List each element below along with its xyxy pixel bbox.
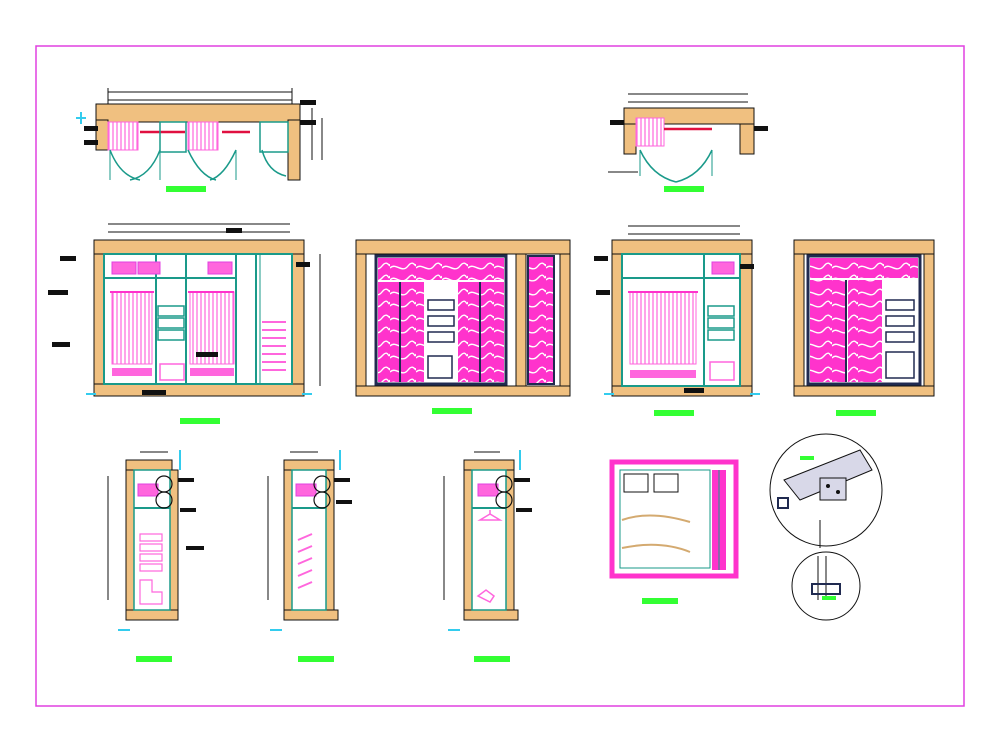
elevation-internal-2 — [594, 225, 760, 416]
elevation-front-doors-1 — [355, 239, 571, 414]
elevation-front-doors-2 — [793, 239, 935, 416]
section-a — [107, 450, 204, 662]
elevation-internal-1 — [48, 223, 321, 424]
plan-view-1 — [76, 88, 323, 192]
detail-sliding-door — [609, 459, 739, 604]
plan-view-2 — [608, 93, 768, 192]
sheet-border — [35, 45, 965, 707]
section-b — [267, 450, 352, 662]
detail-callout-circle-1 — [769, 433, 883, 548]
section-c — [443, 450, 532, 662]
detail-callout-circle-2 — [791, 551, 861, 621]
